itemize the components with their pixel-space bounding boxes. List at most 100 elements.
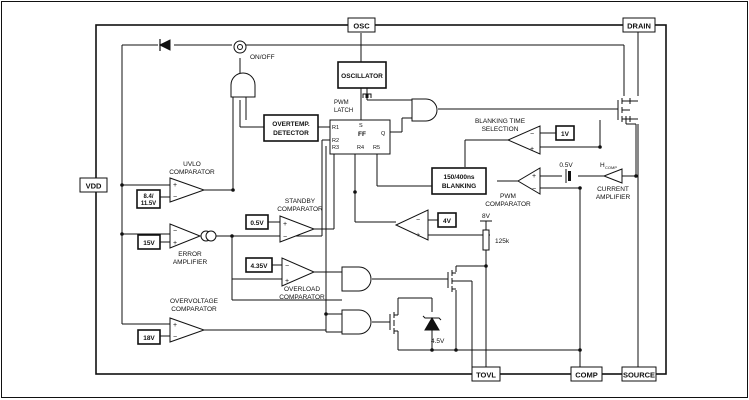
overtemp-label-2: DETECTOR (273, 130, 309, 137)
standby-label-1: STANDBY (285, 198, 316, 205)
blanking-time-label-2: SELECTION (482, 126, 519, 133)
svg-text:−: − (532, 186, 536, 193)
pin-source: SOURCE (621, 366, 657, 382)
overtemp-detector-block: OVERTEMP. DETECTOR (263, 114, 319, 142)
error-label-2: AMPLIFIER (173, 259, 208, 266)
junction-dots (120, 145, 638, 352)
on-off-label: ON/OFF (250, 54, 275, 61)
wires (121, 31, 639, 368)
ref-15v: 15V (137, 234, 161, 250)
comparator-4v: − + (394, 209, 429, 241)
oscillator-block: OSCILLATOR (337, 61, 387, 89)
r125k-label: 125k (495, 238, 510, 245)
svg-text:−: − (173, 334, 177, 341)
ff-pin-r4: R4 (357, 145, 364, 151)
on-off-and-gate (230, 72, 256, 98)
pwm-comparator: + − PWM COMPARATOR (485, 167, 541, 208)
uvlo-reference: 8.4/ 11.5V (136, 189, 161, 209)
error-amplifier: − + ERROR AMPLIFIER (169, 223, 217, 266)
svg-text:+: + (283, 221, 287, 228)
ff-pin-r5: R5 (373, 145, 380, 151)
zener-diode: 4.5V (422, 315, 445, 345)
pin-drain: DRAIN (622, 17, 656, 33)
ref-18v: 18V (137, 329, 161, 345)
overvoltage-and-gate (341, 309, 372, 335)
overvoltage-label-1: OVERVOLTAGE (170, 298, 219, 305)
overload-and-gate (341, 266, 372, 292)
blanking-time-label-1: BLANKING TIME (475, 118, 526, 125)
overvoltage-mosfet (389, 306, 399, 338)
ref-435v-label: 4.35V (251, 263, 269, 270)
oscillator-label: OSCILLATOR (341, 73, 383, 80)
ref-05v-pwm-label: 0.5V (559, 162, 573, 169)
pwm-latch-flipflop: PWM LATCH FF S Q R1 R2 R3 R4 R5 (329, 100, 391, 155)
current-amp-label-1: CURRENT (597, 186, 629, 193)
uvlo-label-2: COMPARATOR (169, 169, 215, 176)
blanking-block: 150/400ns BLANKING (431, 167, 487, 195)
ff-pin-r3: R3 (332, 145, 339, 151)
ref-1v-label: 1V (561, 131, 570, 138)
ff-label: FF (358, 131, 366, 138)
svg-text:+: + (173, 240, 177, 247)
overload-label-1: OVERLOAD (284, 286, 320, 293)
uvlo-ref-1: 8.4/ (143, 194, 153, 200)
svg-text:+: + (173, 182, 177, 189)
svg-text:+: + (416, 232, 420, 239)
pin-vdd-label: VDD (86, 182, 102, 191)
v8-label: 8V (482, 213, 491, 220)
blanking-time-comparator: − + BLANKING TIME SELECTION (475, 118, 541, 155)
current-amplifier: H COMP CURRENT AMPLIFIER (596, 162, 631, 201)
ref-435v: 4.35V (245, 257, 273, 273)
standby-label-2: COMPARATOR (277, 206, 323, 213)
h-comp-h: H (600, 162, 605, 169)
svg-text:−: − (173, 228, 177, 235)
pin-tovl-label: TOVL (476, 371, 496, 380)
ref-4v: 4V (437, 212, 457, 228)
ff-pin-r2: R2 (332, 138, 339, 144)
ref-05v-standby: 0.5V (245, 214, 269, 230)
zener-label: 4.5V (431, 338, 445, 345)
ref-05v-standby-label: 0.5V (250, 220, 264, 227)
uvlo-ref-2: 11.5V (141, 201, 156, 207)
svg-text:+: + (532, 173, 536, 180)
pin-comp: COMP (570, 366, 603, 382)
oscillator-pulse-marks (362, 93, 372, 98)
pwm-comp-label-1: PWM (500, 193, 516, 200)
overload-label-2: COMPARATOR (279, 294, 325, 301)
blanking-label-1: 150/400ns (443, 174, 474, 181)
current-amp-label-2: AMPLIFIER (596, 194, 631, 201)
pwm-latch-label-1: PWM (334, 100, 349, 106)
overtemp-label-1: OVERTEMP. (272, 121, 310, 128)
ref-15v-label: 15V (143, 240, 155, 247)
ref-1v: 1V (555, 125, 575, 141)
svg-text:+: + (173, 322, 177, 329)
pin-comp-label: COMP (575, 371, 598, 380)
overvoltage-label-2: COMPARATOR (171, 306, 217, 313)
ff-pin-s: S (359, 123, 363, 129)
pin-osc-label: OSC (353, 22, 370, 31)
svg-text:+: + (285, 278, 289, 285)
power-mosfet (617, 98, 638, 125)
pin-osc: OSC (347, 17, 376, 33)
overload-mosfet (447, 270, 473, 292)
on-off-switch: ON/OFF (233, 40, 275, 61)
overvoltage-comparator: + − OVERVOLTAGE COMPARATOR (169, 298, 219, 343)
svg-text:−: − (173, 194, 177, 201)
svg-text:−: − (283, 234, 287, 241)
blanking-label-2: BLANKING (442, 183, 476, 190)
error-label-1: ERROR (178, 251, 202, 258)
svg-text:−: − (285, 263, 289, 270)
pin-drain-label: DRAIN (627, 22, 651, 31)
standby-comparator: + − STANDBY COMPARATOR (277, 198, 323, 243)
overload-comparator: − + OVERLOAD COMPARATOR (279, 257, 325, 301)
ff-pin-r1: R1 (332, 125, 339, 131)
svg-text:−: − (416, 217, 420, 224)
pin-vdd: VDD (79, 177, 108, 193)
ref-4v-label: 4V (443, 218, 452, 225)
pin-source-label: SOURCE (623, 371, 655, 380)
uvlo-comparator: + − UVLO COMPARATOR (169, 161, 215, 203)
ff-pin-q: Q (381, 131, 386, 137)
pwm-offset-source: 0.5V (559, 162, 573, 183)
